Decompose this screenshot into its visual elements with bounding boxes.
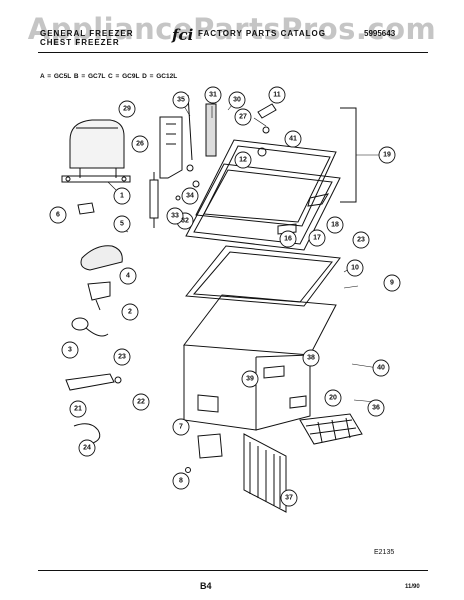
callout-4: 4 <box>126 273 130 280</box>
callout-30: 30 <box>233 97 241 104</box>
lid-drawing <box>185 107 357 251</box>
callout-36: 36 <box>372 405 380 412</box>
callout-39: 39 <box>246 376 254 383</box>
thermostat-drawing <box>80 245 123 311</box>
leader-lines <box>107 99 392 403</box>
watermark-text: AppliancePartsPros.com <box>27 12 437 46</box>
callout-38: 38 <box>307 355 315 362</box>
revision-date: 11/90 <box>405 584 420 590</box>
header-product-type: CHEST FREEZER <box>40 38 120 47</box>
callout-34: 34 <box>186 193 194 200</box>
callout-19: 19 <box>383 152 391 159</box>
callout-37: 37 <box>285 495 293 502</box>
callout-26: 26 <box>136 141 144 148</box>
condenser-bracket-drawing <box>159 94 217 201</box>
brand-logo: fci <box>172 26 194 44</box>
callout-5: 5 <box>120 221 124 228</box>
model-legend: A = GC5L B = GC7L C = GC9L D = GC12L <box>40 73 178 80</box>
callout-labels: 1 2 3 4 5 6 7 8 9 10 11 12 16 17 18 19 2… <box>56 92 394 502</box>
callout-40: 40 <box>377 365 385 372</box>
header-catalog-title: FACTORY PARTS CATALOG <box>198 29 326 38</box>
callout-41: 41 <box>289 136 297 143</box>
drain-parts-drawing <box>65 373 122 445</box>
callout-24: 24 <box>83 445 91 452</box>
callout-23-drain: 23 <box>118 354 126 361</box>
gasket-drawing <box>185 245 341 307</box>
page-number: B4 <box>200 581 212 591</box>
callout-33: 33 <box>171 213 179 220</box>
callout-12: 12 <box>239 157 247 164</box>
callout-35: 35 <box>177 97 185 104</box>
callout-10: 10 <box>351 265 359 272</box>
divider-drawing <box>243 433 287 513</box>
callout-31: 31 <box>209 92 217 99</box>
callout-6: 6 <box>56 212 60 219</box>
small-parts-drawing <box>77 172 159 228</box>
callout-23-gasket: 23 <box>357 237 365 244</box>
callout-21: 21 <box>74 406 82 413</box>
figure-code: E2135 <box>374 549 395 556</box>
cord-drawing <box>71 317 109 337</box>
callout-9: 9 <box>390 280 394 287</box>
callout-22: 22 <box>137 399 145 406</box>
callout-3: 3 <box>68 347 72 354</box>
publication-number: 5995643 <box>364 29 396 38</box>
callout-16: 16 <box>284 236 292 243</box>
callout-17: 17 <box>313 235 321 242</box>
callout-bubbles <box>49 86 401 507</box>
callout-1: 1 <box>120 193 124 200</box>
compressor-drawing <box>61 119 131 183</box>
cabinet-drawing <box>183 294 337 431</box>
callout-20: 20 <box>329 395 337 402</box>
callout-11: 11 <box>273 92 281 99</box>
basket-drawing <box>289 395 363 445</box>
cover-plate-drawing <box>185 433 223 473</box>
header-product-line: GENERAL FREEZER <box>40 29 134 38</box>
callout-27: 27 <box>239 114 247 121</box>
callout-2: 2 <box>128 309 132 316</box>
callout-8: 8 <box>179 478 183 485</box>
header-rule <box>38 52 428 53</box>
callout-29: 29 <box>123 106 131 113</box>
callout-7: 7 <box>179 424 183 431</box>
callout-18: 18 <box>331 222 339 229</box>
footer-rule <box>38 570 428 571</box>
callout-32: 32 <box>181 218 189 225</box>
